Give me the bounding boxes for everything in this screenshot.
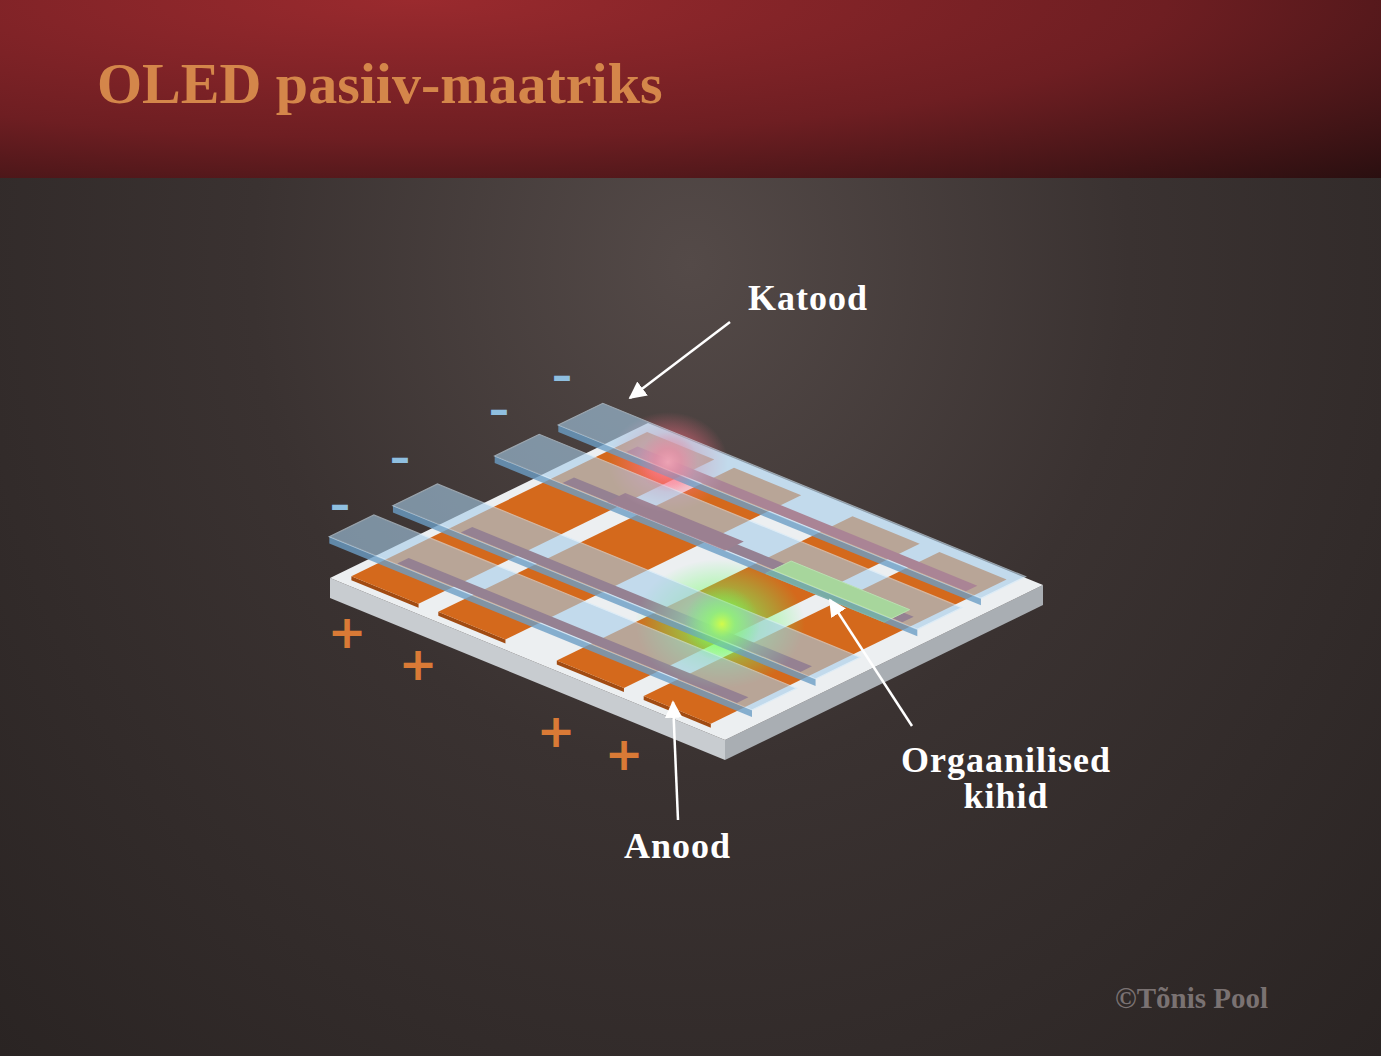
plus-sign: + <box>328 605 367 659</box>
leader-line <box>630 322 730 398</box>
cathode-label: Katood <box>748 280 868 316</box>
minus-sign: – <box>552 353 572 399</box>
green-pixel-glow <box>684 586 760 662</box>
cathode-strip <box>329 515 796 710</box>
cathode-edge <box>393 506 816 686</box>
title: OLED pasiiv-maatriks <box>97 50 663 117</box>
red-pixel-glow <box>638 432 698 492</box>
substrate <box>330 423 1043 740</box>
leader-line <box>673 702 678 820</box>
minus-sign: – <box>390 435 410 481</box>
plus-sign: + <box>605 727 644 781</box>
leader-line <box>830 600 912 726</box>
watermark: ©Tõnis Pool <box>1115 982 1268 1015</box>
minus-sign: – <box>330 482 350 528</box>
plus-sign: + <box>537 704 576 758</box>
minus-sign: – <box>489 387 509 433</box>
anode-label: Anood <box>624 828 731 864</box>
plus-sign: + <box>399 637 438 691</box>
organic-label: Orgaanilised kihid <box>880 742 1132 814</box>
